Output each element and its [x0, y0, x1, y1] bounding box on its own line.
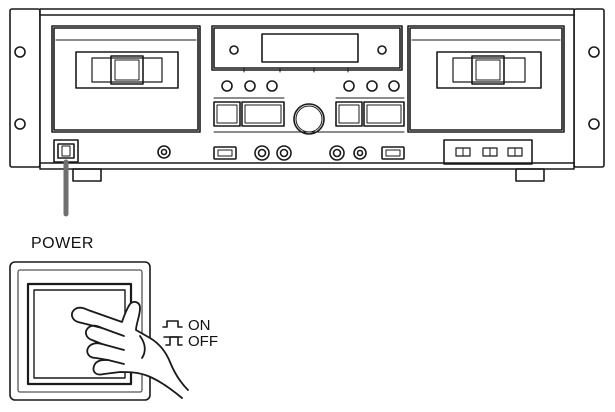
left-jack-1 [254, 145, 270, 161]
deck-a-record-key [241, 101, 285, 127]
left-rack-hole-bottom [14, 118, 26, 130]
deck-foot-left [72, 168, 102, 182]
deck-b-button-1 [343, 80, 355, 92]
left-cassette-bay [51, 25, 201, 133]
right-indicator [377, 45, 387, 55]
bottom-control-row [53, 139, 533, 165]
deck-b-record-key [363, 101, 405, 127]
right-rectangular-switch [381, 146, 405, 160]
deck-body [39, 8, 575, 170]
left-indicator [229, 45, 239, 55]
pressing-hand-icon [71, 301, 189, 399]
left-cassette-window [75, 51, 179, 89]
deck-b-button-2 [366, 80, 378, 92]
deck-a-button-1 [221, 80, 233, 92]
left-jack-2 [276, 145, 292, 161]
cassette-deck [9, 8, 605, 182]
right-rack-hole-bottom [588, 118, 600, 130]
switch-raised-symbol [162, 320, 183, 328]
left-rack-hole-top [14, 46, 26, 58]
right-jack-1 [329, 145, 345, 161]
level-knob [293, 103, 325, 135]
right-cassette-window [436, 51, 542, 89]
power-label: POWER [31, 235, 94, 252]
right-jack-2 [353, 146, 367, 160]
mode-switch-panel [443, 139, 533, 165]
headphone-jack [157, 145, 171, 159]
center-control-panel [211, 25, 405, 135]
deck-a-button-3 [266, 80, 278, 92]
display-window [261, 33, 359, 63]
right-cassette-bay [407, 25, 565, 133]
on-label: ON [188, 317, 211, 334]
deck-foot-right [515, 168, 545, 182]
off-label: OFF [188, 333, 218, 350]
deck-a-button-2 [244, 80, 256, 92]
right-rack-hole-top [588, 46, 600, 58]
deck-a-play-key [213, 101, 241, 127]
right-rack-ear [573, 8, 605, 168]
deck-b-button-3 [388, 80, 400, 92]
left-rectangular-switch [213, 146, 237, 160]
deck-b-play-key [335, 101, 363, 127]
switch-pressed-symbol [163, 336, 183, 346]
left-rack-ear [9, 8, 41, 168]
